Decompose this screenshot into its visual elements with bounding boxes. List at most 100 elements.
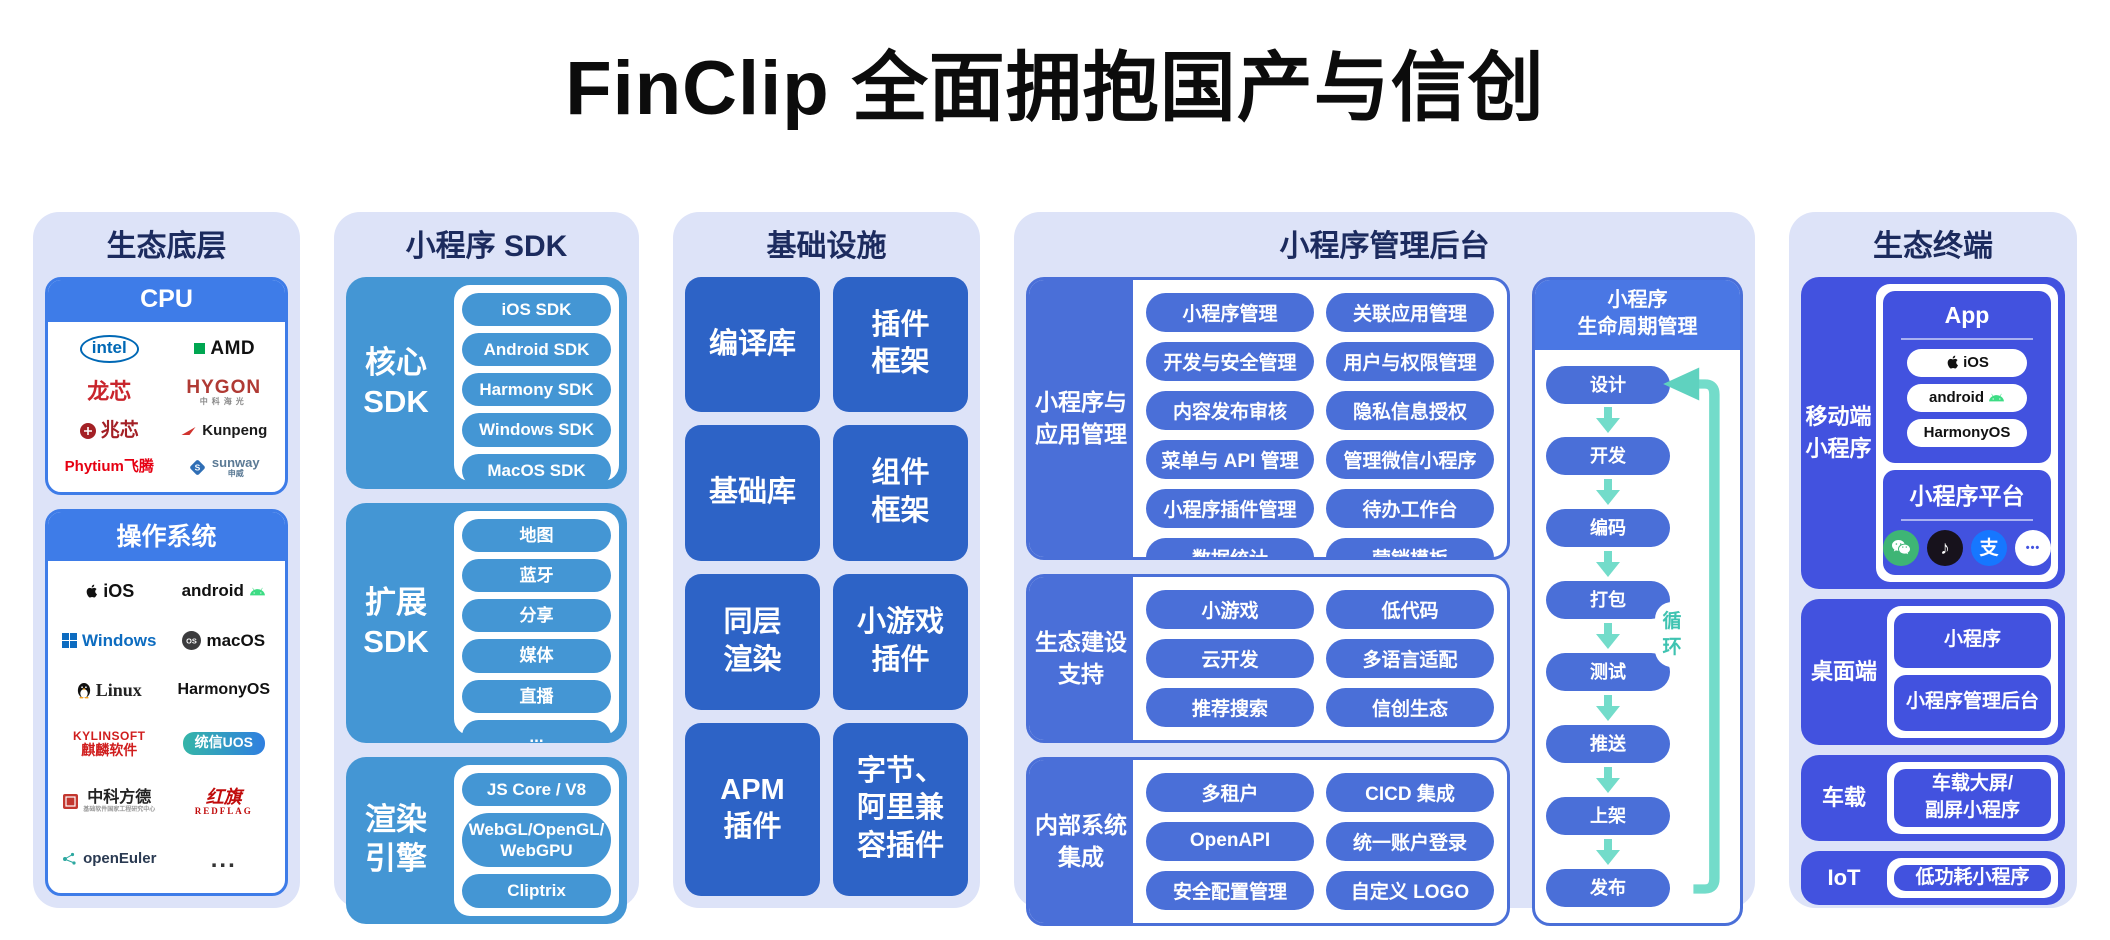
panel-admin-backend: 小程序管理后台 小程序与 应用管理小程序管理关联应用管理开发与安全管理用户与权限… (1014, 212, 1755, 926)
macos-label: macOS (206, 630, 266, 650)
app-pill-label: HarmonyOS (1923, 423, 2011, 441)
phytium-label: Phytium飞腾 (64, 458, 154, 476)
terminal-group-iot-body: 低功耗小程序 (1887, 857, 2058, 899)
sdk-group-label: 渲染 引擎 (365, 802, 427, 876)
sdk-group-label: 扩展 SDK (363, 584, 429, 659)
infra-block: 组件 框架 (833, 425, 968, 561)
miniprogram-sdk-title: 小程序 SDK (405, 230, 568, 263)
windows-label: Windows (82, 630, 157, 650)
sdk-item-pill: JS Core / V8 (462, 772, 611, 806)
down-arrow-icon (1546, 475, 1670, 509)
ecosystem-base-title: 生态底层 (106, 230, 227, 263)
admin-group-1: 生态建设 支持小游戏低代码云开发多语言适配推荐搜索信创生态 (1026, 573, 1510, 743)
admin-group-label: 小程序与 应用管理 (1029, 279, 1133, 557)
feature-pill: 管理微信小程序 (1326, 439, 1494, 479)
os-brand-uos: 统信UOS (182, 732, 265, 755)
openeuler-label: openEuler (83, 850, 157, 868)
lifecycle-panel: 小程序 生命周期管理 设计开发编码打包测试推送上架发布 循环 (1532, 276, 1743, 926)
intel-label: intel (79, 334, 139, 363)
lifecycle-title: 小程序 生命周期管理 (1535, 279, 1740, 350)
admin-backend-title: 小程序管理后台 (1279, 230, 1490, 263)
terminal-box: 车载大屏/ 副屏小程序 (1894, 768, 2051, 827)
terminal-group-desktop: 桌面端小程序小程序管理后台 (1801, 598, 2065, 745)
loop-label-badge: 循环 (1655, 602, 1689, 668)
cpu-brand-loongson: 龙芯 (87, 380, 131, 403)
sdk-item-pill: ... (462, 719, 611, 743)
os-brand-ios: iOS (84, 581, 134, 601)
platform-box-title: 小程序平台 (1909, 482, 2025, 509)
divider (1901, 519, 2033, 522)
feature-pill: 小程序管理 (1146, 292, 1314, 332)
admin-group-pills: 小游戏低代码云开发多语言适配推荐搜索信创生态 (1133, 577, 1507, 740)
app-pill-harmonyos: HarmonyOS (1907, 418, 2027, 447)
infra-block: 同层 渲染 (685, 573, 820, 710)
terminal-group-car-body: 车载大屏/ 副屏小程序 (1887, 761, 2058, 834)
zhaoxin-label: 兆芯 (100, 420, 139, 442)
music-note-glyph: ♪ (1940, 537, 1950, 559)
feature-pill: 菜单与 API 管理 (1146, 439, 1314, 479)
cpu-brand-zhaoxin: 兆芯 (79, 420, 139, 442)
ios-logo-icon (84, 583, 98, 599)
sdk-group-body: 地图蓝牙分享媒体直播... (454, 510, 619, 743)
zhaoxin-logo-icon (79, 423, 96, 440)
cpu-box-header: CPU (48, 279, 285, 322)
sdk-item-pill: WebGL/OpenGL/ WebGPU (462, 812, 611, 868)
divider (1901, 337, 2033, 340)
feature-pill: 统一账户登录 (1326, 821, 1494, 861)
down-arrow-icon (1546, 691, 1670, 725)
amd-logo-icon (192, 343, 206, 355)
lifecycle-step-pill: 打包 (1546, 581, 1670, 620)
lifecycle-steps: 设计开发编码打包测试推送上架发布 (1535, 350, 1740, 923)
infra-block: 编译库 (685, 276, 820, 413)
feature-pill: 营销模板 (1326, 537, 1494, 557)
terminal-box: 低功耗小程序 (1894, 864, 2051, 892)
down-arrow-icon (1546, 547, 1670, 581)
admin-backend-content: 小程序与 应用管理小程序管理关联应用管理开发与安全管理用户与权限管理内容发布审核… (1026, 276, 1743, 926)
feature-pill: 小程序插件管理 (1146, 488, 1314, 528)
feature-pill: 推荐搜索 (1146, 687, 1314, 727)
dots-label: ... (210, 845, 237, 873)
sdk-item-pill: Harmony SDK (462, 373, 611, 407)
terminal-box: 小程序管理后台 (1894, 675, 2051, 731)
fangde-logo-icon (63, 794, 79, 810)
feature-pill: CICD 集成 (1326, 772, 1494, 812)
feature-pill: 用户与权限管理 (1326, 341, 1494, 381)
amd-label: AMD (210, 337, 256, 359)
app-pill-ios: iOS (1907, 348, 2027, 377)
infra-block: 小游戏 插件 (833, 573, 968, 710)
os-brand-dots: ... (210, 845, 237, 873)
fangde-label: 中科方德 (87, 789, 152, 807)
os-brand-fangde: 中科方德基础软件国家工程研究中心 (63, 790, 155, 813)
alipay-icon: 支 (1971, 530, 2007, 567)
apple-icon (1945, 354, 1959, 370)
lifecycle-body: 设计开发编码打包测试推送上架发布 循环 (1535, 350, 1740, 923)
admin-group-label: 生态建设 支持 (1029, 576, 1133, 740)
admin-groups: 小程序与 应用管理小程序管理关联应用管理开发与安全管理用户与权限管理内容发布审核… (1026, 276, 1510, 926)
feature-pill: OpenAPI (1146, 821, 1314, 861)
kylinsoft-sublabel: 麒麟软件 (81, 741, 138, 758)
feature-pill: 自定义 LOGO (1326, 870, 1494, 910)
page-title: FinClip 全面拥抱国产与信创 (565, 46, 1545, 131)
openeuler-logo-icon (62, 851, 78, 867)
redflag-sublabel: REDFLAG (194, 805, 253, 816)
infra-block: 基础库 (685, 425, 820, 561)
cpu-brand-phytium: Phytium飞腾 (65, 459, 154, 475)
fangde-label-group: 中科方德基础软件国家工程研究中心 (83, 789, 155, 814)
os-brand-harmonyos: HarmonyOS (177, 680, 270, 699)
feature-pill: 小游戏 (1146, 589, 1314, 629)
app-box-title: App (1944, 301, 1990, 328)
harmonyos-label: HarmonyOS (177, 680, 270, 698)
svg-text:S: S (195, 462, 201, 472)
